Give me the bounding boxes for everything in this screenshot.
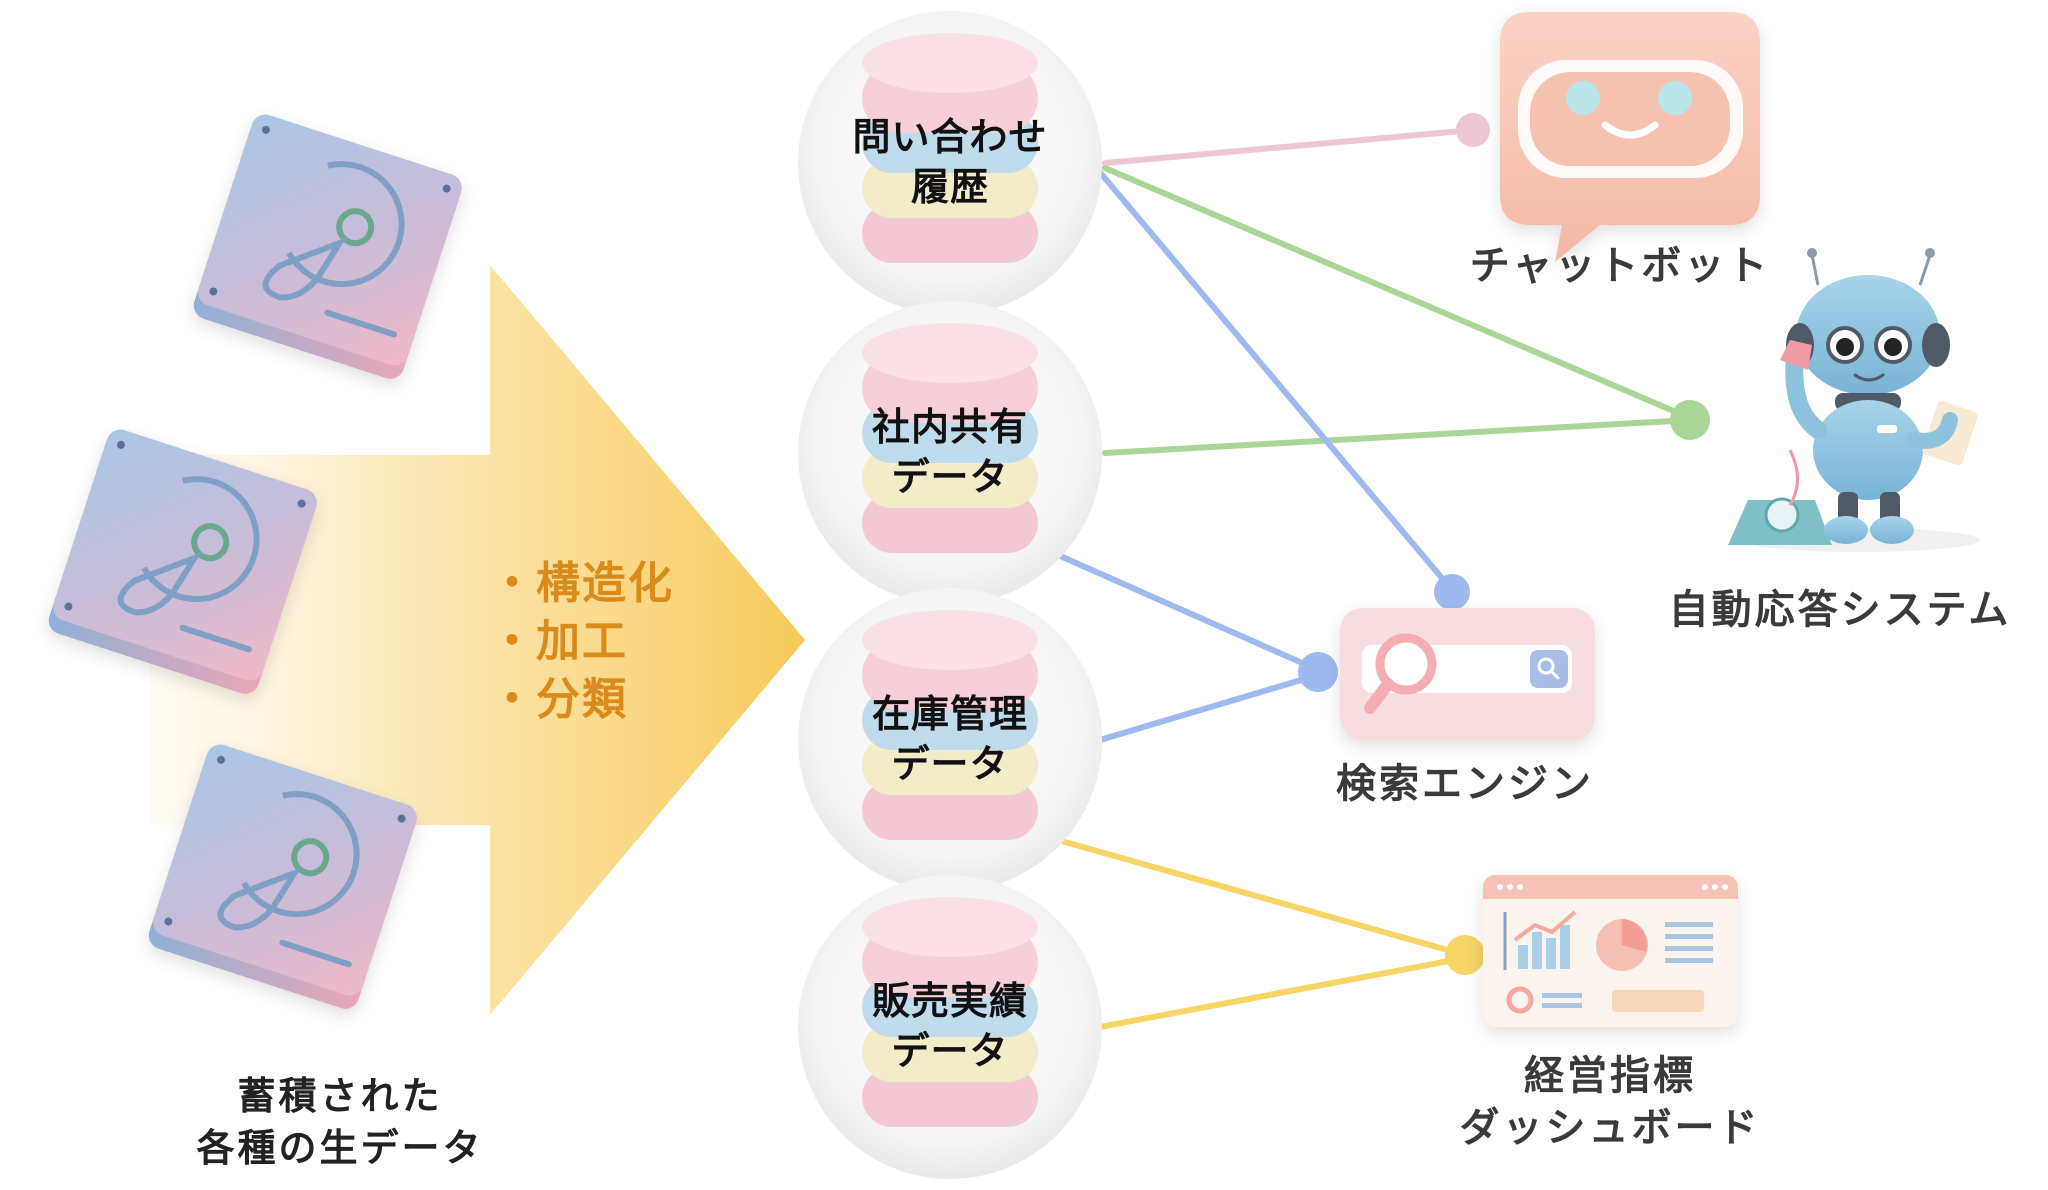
database-label-line2: データ — [891, 742, 1009, 786]
database-label-line2: 履歴 — [910, 165, 989, 209]
database-label-shared: 社内共有 データ — [820, 402, 1080, 502]
process-steps: ・構造化 ・加工 ・分類 — [490, 555, 674, 729]
dashboard-label: 経営指標 ダッシュボード — [1420, 1050, 1800, 1154]
hard-drive-icon — [148, 744, 417, 1009]
database-label-inquiry: 問い合わせ 履歴 — [820, 112, 1080, 212]
connector-inquiry-search — [1095, 167, 1455, 593]
auto-response-label: 自動応答システム — [1668, 587, 2012, 633]
database-label-sales: 販売実績 データ — [820, 976, 1080, 1076]
search-engine-label: 検索エンジン — [1336, 761, 1594, 807]
database-label-line2: データ — [891, 455, 1009, 499]
process-step-structure: ・構造化 — [490, 558, 674, 609]
endpoint-dot — [1298, 652, 1338, 692]
database-node-inquiry — [798, 11, 1102, 315]
connector-inventory-dashboard — [1055, 837, 1468, 958]
database-label-line1: 問い合わせ — [852, 115, 1048, 159]
connections — [1055, 127, 1693, 1030]
connector-shared-auto-response — [1102, 417, 1693, 456]
process-step-classification: ・分類 — [490, 674, 628, 725]
database-label-line1: 販売実績 — [871, 979, 1028, 1023]
source-label-line1: 蓄積された — [237, 1074, 443, 1118]
source-data-label: 蓄積された 各種の生データ — [120, 1070, 560, 1174]
database-label-line1: 在庫管理 — [871, 692, 1028, 736]
database-label-line2: データ — [891, 1029, 1009, 1073]
robot-phone-icon — [1728, 248, 1980, 552]
connector-endpoints — [1298, 113, 1710, 975]
endpoint-dot — [1670, 400, 1710, 440]
connector-sales-dashboard — [1097, 955, 1468, 1030]
endpoint-dot — [1456, 113, 1490, 147]
database-label-inventory: 在庫管理 データ — [820, 689, 1080, 789]
process-step-processing: ・加工 — [490, 616, 628, 667]
connector-inventory-search — [1097, 672, 1321, 743]
dashboard-label-line1: 経営指標 — [1524, 1053, 1696, 1099]
hard-drive-icon — [193, 114, 462, 379]
chatbot-icon — [1500, 12, 1760, 262]
database-node-shared — [798, 301, 1102, 605]
dashboard-label-line2: ダッシュボード — [1459, 1105, 1761, 1151]
database-label-line1: 社内共有 — [871, 405, 1028, 449]
endpoint-dot — [1434, 574, 1470, 610]
source-label-line2: 各種の生データ — [196, 1126, 484, 1170]
hard-drive-icon — [48, 429, 317, 694]
process-arrow — [150, 265, 805, 1015]
connector-shared-search — [1055, 552, 1321, 673]
database-node-inventory — [798, 588, 1102, 892]
dashboard-icon — [1483, 875, 1738, 1027]
endpoint-dot — [1445, 935, 1485, 975]
search-engine-icon — [1340, 608, 1595, 740]
chatbot-label: チャットボット — [1469, 243, 1771, 289]
connector-inquiry-auto-response — [1102, 165, 1693, 421]
connector-inquiry-chatbot — [1102, 127, 1476, 166]
database-node-sales — [798, 875, 1102, 1179]
